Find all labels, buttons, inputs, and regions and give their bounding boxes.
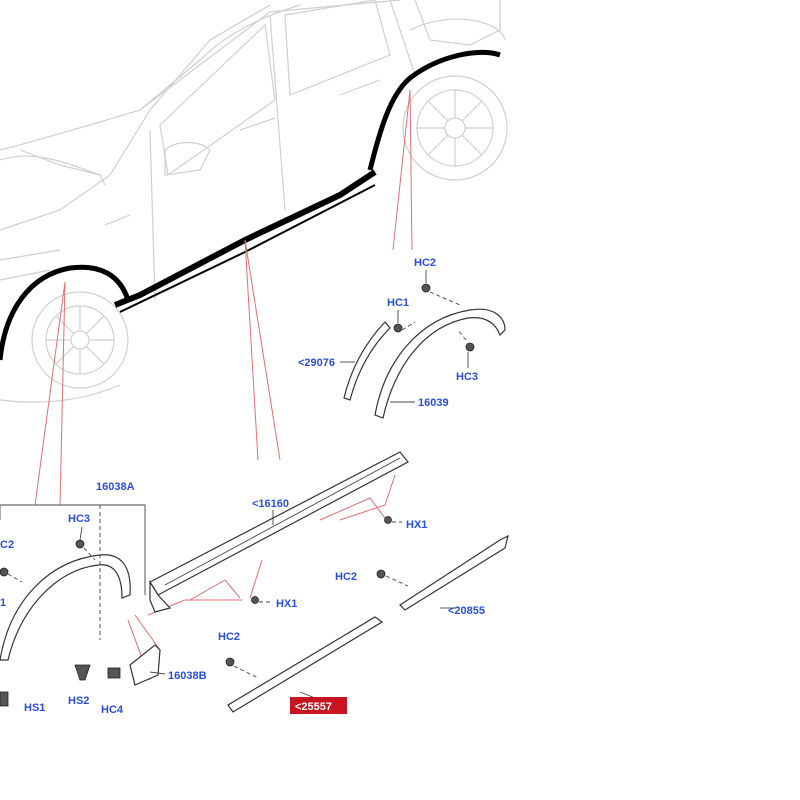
label-hc2-top[interactable]: HC2	[414, 257, 436, 269]
fastener-hs1	[0, 691, 9, 707]
installed-trims	[0, 49, 501, 361]
fastener-hc3-left	[75, 539, 85, 549]
label-16160[interactable]: <16160	[252, 498, 289, 510]
label-c2-edge[interactable]: C2	[0, 539, 14, 551]
label-hc2-low[interactable]: HC2	[218, 631, 240, 643]
label-hs2[interactable]: HS2	[68, 695, 89, 707]
part-29076-shape	[343, 321, 391, 401]
label-hc2-mid[interactable]: HC2	[335, 571, 357, 583]
vehicle-outline	[0, 0, 508, 403]
label-hc3-left[interactable]: HC3	[68, 513, 90, 525]
fastener-hx1-upper	[384, 516, 392, 524]
label-hx1-upper[interactable]: HX1	[406, 519, 427, 531]
fastener-hc2-mid	[376, 569, 386, 579]
label-hs1[interactable]: HS1	[24, 702, 45, 714]
label-25557-highlight[interactable]: <25557	[295, 701, 332, 713]
label-1-edge[interactable]: 1	[0, 597, 6, 609]
label-29076[interactable]: <29076	[298, 357, 335, 369]
part-25557-shape	[227, 616, 384, 713]
label-20855[interactable]: <20855	[448, 605, 485, 617]
label-16039[interactable]: 16039	[418, 397, 449, 409]
fastener-c2-edge	[0, 567, 9, 577]
fastener-hx1-lower	[251, 596, 259, 604]
label-16038b[interactable]: 16038B	[168, 670, 207, 682]
label-16038a[interactable]: 16038A	[96, 481, 135, 493]
label-hc4[interactable]: HC4	[101, 704, 124, 716]
label-hx1-lower[interactable]: HX1	[276, 598, 297, 610]
guide-lines	[34, 89, 413, 681]
fastener-hc1	[393, 323, 403, 333]
fastener-hc4	[107, 667, 121, 679]
part-20855-shape	[399, 534, 509, 611]
part-16038b-shape	[129, 644, 161, 686]
fastener-hc3-right	[465, 342, 475, 352]
highlight-25557-bg	[290, 697, 347, 714]
fasteners	[0, 283, 475, 707]
part-16038a-shape	[0, 554, 131, 661]
fastener-hs2	[74, 664, 91, 681]
part-16160-end	[149, 579, 172, 613]
label-hc3-right[interactable]: HC3	[456, 371, 478, 383]
label-hc1[interactable]: HC1	[387, 297, 409, 309]
part-16039-shape	[374, 308, 506, 419]
fastener-hc2-top	[421, 283, 431, 293]
fastener-hc2-low	[225, 657, 235, 667]
